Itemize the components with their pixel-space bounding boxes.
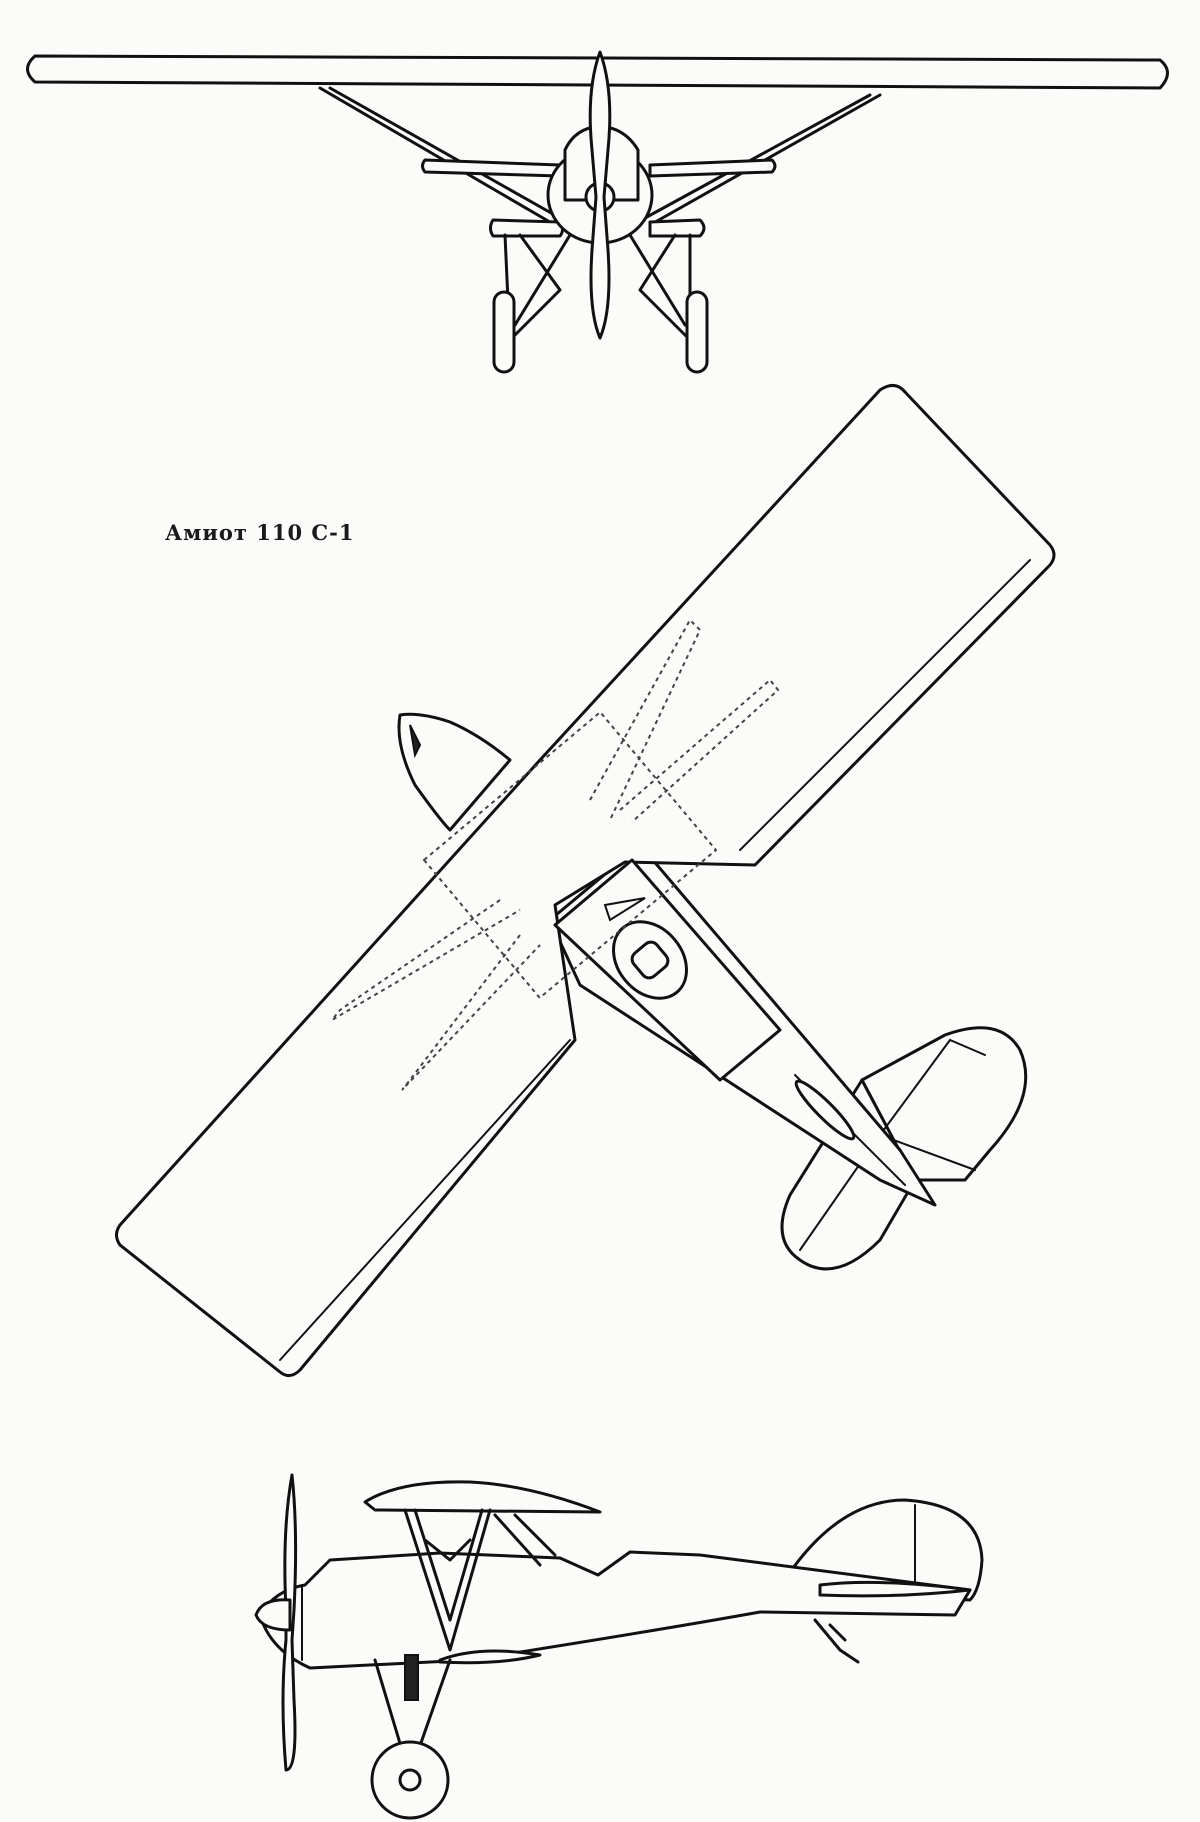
front-right-wheel [685,290,709,374]
front-left-strut [318,86,562,227]
front-propeller [588,50,612,340]
side-gear-spring [404,1654,419,1701]
plan-hidden-strut-3 [331,899,521,1021]
front-left-wheel [492,290,516,374]
side-tail-stab [818,1580,972,1598]
plan-tail-fairing [794,1079,856,1141]
aircraft-caption: Амиот 110 C-1 [165,520,355,545]
plan-tailplane-right [860,1026,1028,1182]
plan-spinner-tip [409,724,422,759]
plan-wing-trailing-edge [279,559,1031,1361]
side-wing-strut [493,1513,557,1567]
plan-hidden-strut-2 [619,678,780,823]
front-right-stub [648,158,777,178]
front-right-gear-leg [628,233,692,347]
plan-view [115,384,1056,1377]
plan-cockpit-seat [630,940,670,980]
plan-wing [115,384,1056,1377]
plan-windscreen [603,897,646,922]
front-right-stub2 [648,218,706,238]
front-left-stub2 [489,218,564,238]
plan-hidden-strut-4 [401,934,541,1091]
side-lower-wing [438,1649,542,1665]
front-left-stub [421,158,564,178]
side-upper-wing [363,1480,602,1514]
plan-spinner [397,712,512,832]
side-view [254,1473,984,1820]
front-view [26,50,1169,374]
side-tail-skid [813,1618,860,1664]
plan-hidden-centre [422,710,718,1000]
side-cabane-struts [403,1508,492,1652]
side-spinner [254,1598,292,1632]
side-wheel-hub [398,1768,422,1792]
